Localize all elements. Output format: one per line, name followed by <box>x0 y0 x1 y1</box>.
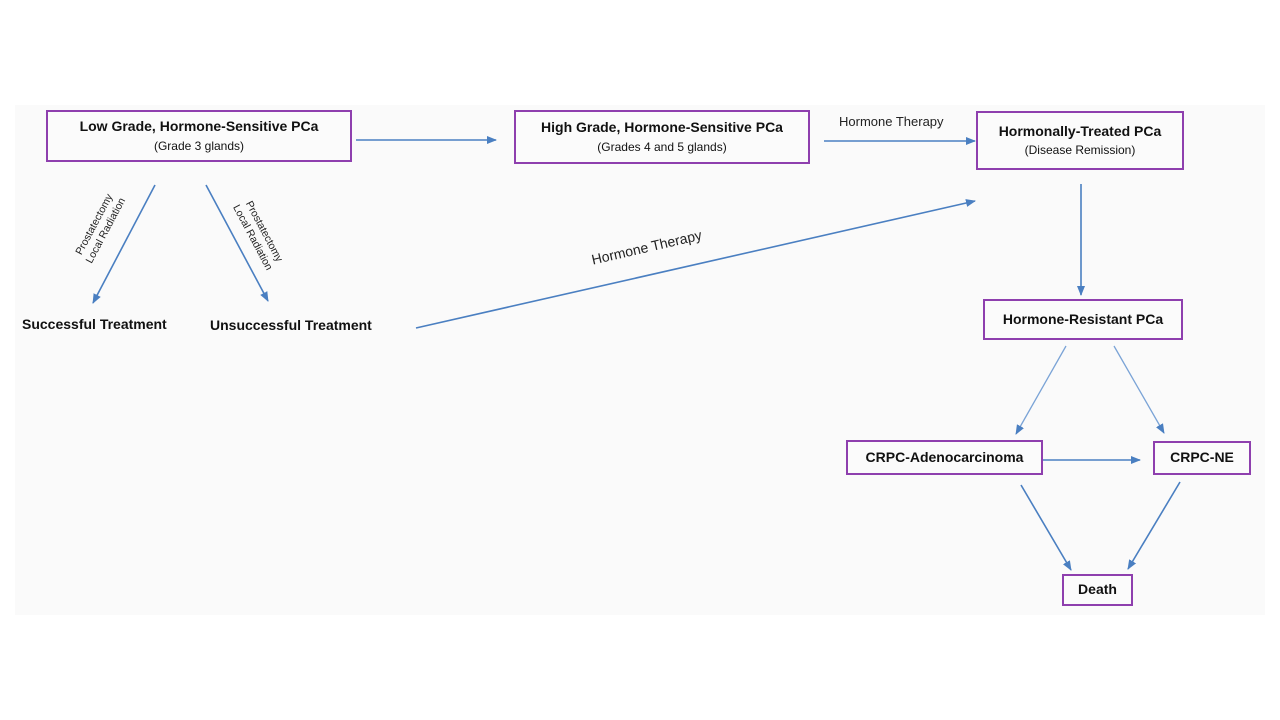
node-death-title: Death <box>1078 581 1117 598</box>
node-death: Death <box>1062 574 1133 606</box>
node-high-grade-title: High Grade, Hormone-Sensitive PCa <box>541 119 783 136</box>
arrow-ne-to-death <box>1127 481 1181 570</box>
node-hormonally-treated-title: Hormonally-Treated PCa <box>998 122 1162 139</box>
node-hormone-resistant-title: Hormone-Resistant PCa <box>1002 310 1164 327</box>
node-high-grade: High Grade, Hormone-Sensitive PCa (Grade… <box>514 110 810 164</box>
node-low-grade-title: Low Grade, Hormone-Sensitive PCa <box>79 118 319 135</box>
label-hormone-therapy-top: Hormone Therapy <box>839 114 944 129</box>
node-hormonally-treated: Hormonally-Treated PCa (Disease Remissio… <box>976 111 1184 170</box>
arrow-resistant-to-adeno <box>1015 345 1067 435</box>
node-crpc-ne-title: CRPC-NE <box>1170 449 1234 466</box>
outcome-unsuccessful: Unsuccessful Treatment <box>210 317 372 333</box>
node-low-grade: Low Grade, Hormone-Sensitive PCa (Grade … <box>46 110 352 162</box>
node-low-grade-subtitle: (Grade 3 glands) <box>153 138 245 153</box>
arrow-low-to-successful <box>92 184 156 304</box>
arrow-adeno-to-death <box>1020 484 1072 571</box>
node-hormone-resistant: Hormone-Resistant PCa <box>983 299 1183 340</box>
arrow-unsuccessful-to-treated <box>415 199 976 329</box>
node-crpc-ne: CRPC-NE <box>1153 441 1251 475</box>
arrow-resistant-to-ne <box>1113 345 1165 434</box>
arrow-low-to-unsuccessful <box>205 184 269 302</box>
outcome-successful: Successful Treatment <box>22 316 167 332</box>
node-high-grade-subtitle: (Grades 4 and 5 glands) <box>597 139 727 154</box>
node-crpc-adeno-title: CRPC-Adenocarcinoma <box>865 448 1024 465</box>
node-crpc-adeno: CRPC-Adenocarcinoma <box>846 440 1043 475</box>
diagram-background <box>15 105 1265 615</box>
node-hormonally-treated-subtitle: (Disease Remission) <box>1024 143 1136 158</box>
